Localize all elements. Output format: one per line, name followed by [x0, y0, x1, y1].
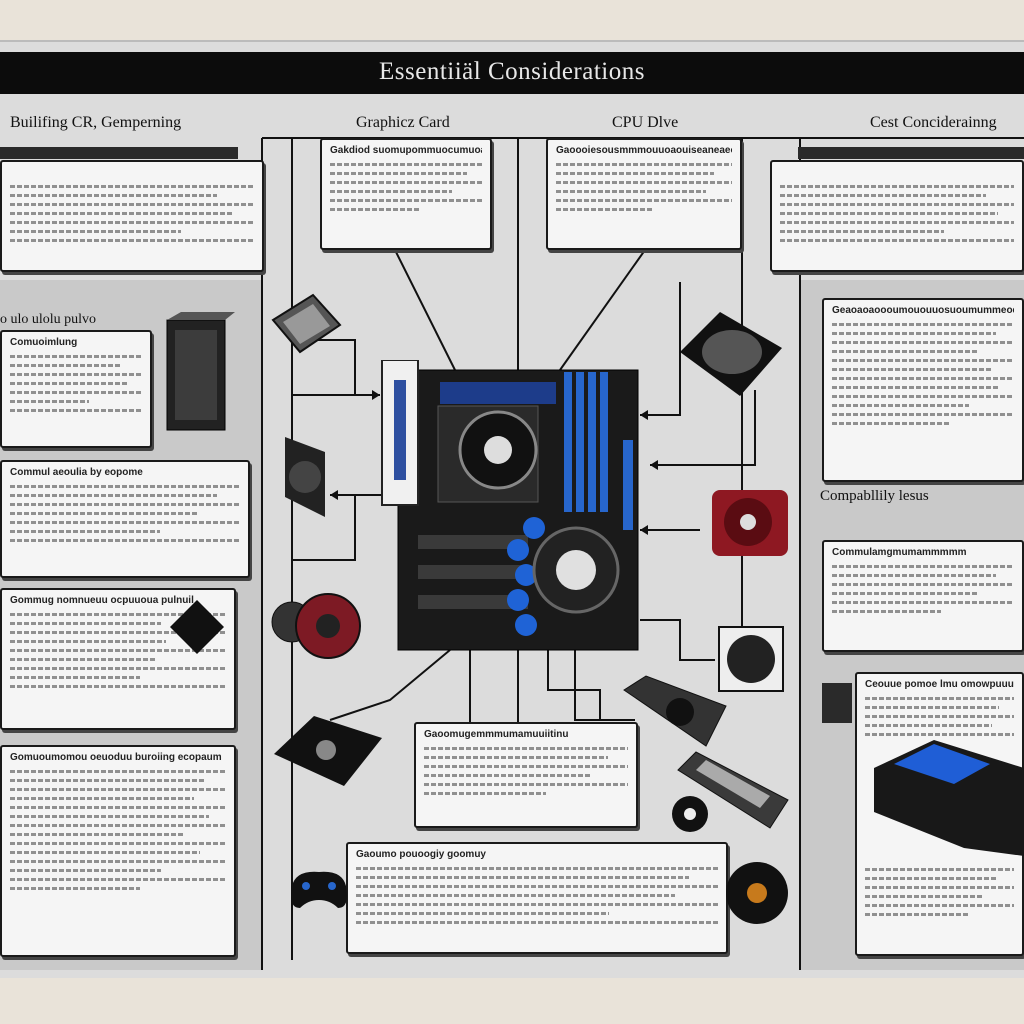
heading-cost: Cest Conciderainng [870, 114, 997, 131]
gpu-card-icon [874, 740, 1024, 856]
box-tab-right-3 [822, 683, 852, 723]
box-heading-center-2: Gaoumo pouoogiy goomuy [356, 849, 486, 860]
fan-module-icon [718, 626, 784, 692]
page-title: Essentiiäl Considerations [379, 58, 645, 85]
title-bar [0, 52, 1024, 94]
box-heading-gpu: Gakdiod suomupommuocumuoamumoadoso [330, 145, 482, 156]
heading-mini: o ulo ulolu pulvo [0, 312, 97, 327]
info-box-center-2: Gaoumo pouoogiy goomuy [346, 842, 728, 954]
info-box-left-2: Comuoimlung [0, 330, 152, 448]
heading-compatibility: Compabllily lesus [820, 488, 929, 504]
box-heading [10, 167, 254, 179]
large-gear-icon [726, 862, 788, 924]
info-box-center-1: Gaoomugemmmumamuuiitinu [414, 722, 638, 828]
box-heading-right-1: Geaoaoaoooumououuosuoumummeoqoouueo [832, 305, 1014, 316]
cpu-cooler-icon [271, 293, 342, 354]
info-box-cpu-drive: Gaoooiesousmmmouuoaouiseaneaeoo [546, 138, 742, 250]
info-box-building [0, 160, 264, 272]
info-box-left-5: Gomuoumomou oeuoduu buroiing ecopaum [0, 745, 236, 957]
drive-icon [274, 716, 382, 786]
info-box-cost [770, 160, 1024, 272]
gamepad-icon [291, 871, 347, 908]
small-gear-icon [672, 796, 708, 832]
red-fans-icon [271, 593, 361, 659]
motherboard-icon [381, 360, 639, 651]
box-tab-cost [798, 147, 1024, 159]
box-heading-left-5: Gomuoumomou oeuoduu buroiing ecopaum [10, 752, 222, 763]
box-heading-left-3: Commul aeoulia by eopome [10, 467, 143, 478]
box-tab-building [0, 147, 238, 159]
box-heading-right-3: Ceouue pomoe lmu omowpuuuu quouanoi [865, 679, 1014, 690]
box-heading-right-2: Commulamgmumammmmm [832, 547, 967, 558]
memory-module-icon [677, 751, 789, 829]
pc-case-icon [166, 312, 235, 431]
box-heading-left-2: Comuoimlung [10, 337, 78, 348]
case-fan-icon [285, 437, 325, 517]
info-box-right-2: Commulamgmumammmmm [822, 540, 1024, 652]
chip-icon [170, 600, 224, 654]
box-heading-center-1: Gaoomugemmmumamuuiitinu [424, 729, 569, 740]
graphics-card-part-icon [623, 675, 727, 747]
box-heading-cost [780, 167, 1014, 179]
heading-cpu-drive: CPU Dlve [612, 114, 679, 131]
cpu-processor-icon [680, 312, 782, 396]
box-heading-cpu: Gaoooiesousmmmouuoaouiseaneaeoo [556, 145, 732, 156]
info-box-right-1: Geaoaoaoooumououuosuoumummeoqoouueo [822, 298, 1024, 482]
info-box-graphics-card: Gakdiod suomupommuocumuoamumoadoso [320, 138, 492, 250]
heading-graphics-card: Graphicz Card [356, 114, 450, 131]
heading-building: Builifing CR, Gemperning [10, 114, 182, 131]
box-heading-left-4: Gommug nomnueuu ocpuuoua pulnuil [10, 595, 194, 606]
gpu-cooler-icon [712, 490, 788, 556]
info-box-left-3: Commul aeoulia by eopome [0, 460, 250, 578]
